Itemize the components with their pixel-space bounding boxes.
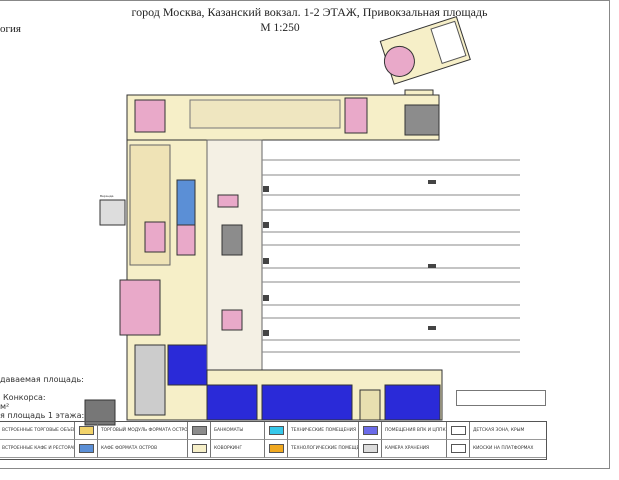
legend-swatch-color [450, 426, 466, 435]
legend-swatch [446, 422, 469, 440]
legend-label: ТЕХНОЛОГИЧЕСКИЕ ПОМЕЩЕНИЯ [287, 440, 358, 458]
legend-swatch [446, 440, 469, 458]
annex-label: Веранда [100, 194, 114, 198]
map-title: город Москва, Казанский вокзал. 1-2 ЭТАЖ… [131, 5, 488, 19]
legend-label: ВСТРОЕННЫЕ КАФЕ И РЕСТОРАНЫ [0, 440, 74, 458]
info-concourse: Конкорса: [3, 393, 46, 402]
legend-label: ДЕТСКАЯ ЗОНА, КРЫМ [469, 422, 546, 440]
legend-label: ТОРГОВЫЙ МОДУЛЬ ФОРМАТА ОСТРОВ [97, 422, 187, 440]
legend-swatch [358, 422, 381, 440]
legend-swatch-color [362, 444, 378, 453]
legend: ВСТРОЕННЫЕ ТОРГОВЫЕ ОБЪЕКТЫ ТОРГОВЫЙ МОДУ… [0, 421, 547, 460]
info-floor-area: я площадь 1 этажа: [0, 411, 85, 420]
legend-swatch-color [362, 426, 378, 435]
legend-swatch-color [191, 426, 207, 435]
legend-label: ВСТРОЕННЫЕ ТОРГОВЫЕ ОБЪЕКТЫ [0, 422, 74, 440]
info-units: м² [0, 402, 10, 411]
legend-swatch-color [268, 426, 284, 435]
legend-swatch-color [268, 444, 284, 453]
northeast-annex [379, 16, 471, 85]
info-leasable-area: даваемая площадь: [0, 375, 84, 384]
map-frame [0, 0, 610, 469]
empty-text-box [456, 390, 546, 406]
platform-tracks [262, 159, 520, 353]
legend-swatch [74, 440, 97, 458]
map-scale: М 1:250 [260, 22, 300, 34]
legend-swatch-color [78, 426, 94, 435]
legend-label: ТЕХНИЧЕСКИЕ ПОМЕЩЕНИЯ [287, 422, 358, 440]
legend-label: КАФЕ ФОРМАТА ОСТРОВ [97, 440, 187, 458]
legend-swatch [74, 422, 97, 440]
legend-swatch [358, 440, 381, 458]
legend-swatch [264, 440, 287, 458]
legend-swatch [264, 422, 287, 440]
legend-label: КИОСКИ НА ПЛАТФОРМАХ [469, 440, 546, 458]
legend-label: КОВОРКИНГ [210, 440, 264, 458]
legend-swatch [187, 440, 210, 458]
legend-label: БАНКОМАТЫ [210, 422, 264, 440]
legend-swatch-color [450, 444, 466, 453]
legend-label: ПОМЕЩЕНИЯ ВПК И ЦППК [381, 422, 446, 440]
project-fragment: огия [0, 23, 21, 35]
legend-swatch-color [191, 444, 207, 453]
legend-label: КАМЕРА ХРАНЕНИЯ [381, 440, 446, 458]
legend-swatch [187, 422, 210, 440]
legend-swatch-color [78, 444, 94, 453]
